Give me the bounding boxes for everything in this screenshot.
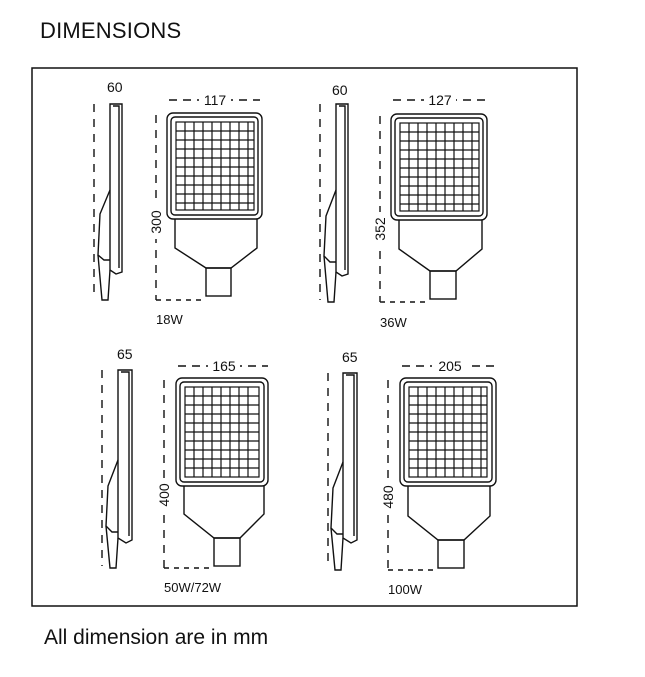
lamp-50w-72w: 65 165 400 50W/72W bbox=[101, 346, 269, 595]
front-view bbox=[175, 377, 269, 567]
diagram-frame bbox=[31, 67, 578, 607]
width-label: 117 bbox=[204, 92, 227, 108]
side-view bbox=[105, 369, 133, 569]
width-label: 205 bbox=[438, 358, 462, 374]
lamp-36w: 60 127 352 36W bbox=[319, 82, 488, 330]
height-label: 352 bbox=[372, 217, 388, 241]
side-view bbox=[330, 372, 358, 571]
height-label: 400 bbox=[156, 483, 172, 507]
depth-label: 60 bbox=[107, 79, 123, 95]
front-view bbox=[390, 113, 488, 300]
lamp-100w: 65 205 480 100W bbox=[327, 349, 497, 597]
depth-label: 65 bbox=[342, 349, 358, 365]
wattage-label: 18W bbox=[156, 312, 183, 327]
depth-label: 65 bbox=[117, 346, 133, 362]
led-grid bbox=[175, 121, 255, 211]
units-footnote: All dimension are in mm bbox=[44, 626, 269, 649]
side-view bbox=[97, 103, 123, 301]
front-view bbox=[166, 112, 263, 297]
page-heading: DIMENSIONS bbox=[40, 18, 182, 43]
lamp-18w: 60 117 300 18W bbox=[93, 79, 263, 327]
led-grid bbox=[408, 386, 488, 478]
width-label: 127 bbox=[428, 92, 452, 108]
width-label: 165 bbox=[212, 358, 236, 374]
depth-label: 60 bbox=[332, 82, 348, 98]
led-grid bbox=[184, 386, 260, 478]
wattage-label: 100W bbox=[388, 582, 423, 597]
wattage-label: 36W bbox=[380, 315, 407, 330]
height-label: 480 bbox=[380, 485, 396, 509]
led-grid bbox=[399, 122, 480, 212]
front-view bbox=[399, 377, 497, 569]
side-view bbox=[323, 103, 349, 303]
height-label: 300 bbox=[148, 210, 164, 234]
wattage-label: 50W/72W bbox=[164, 580, 222, 595]
